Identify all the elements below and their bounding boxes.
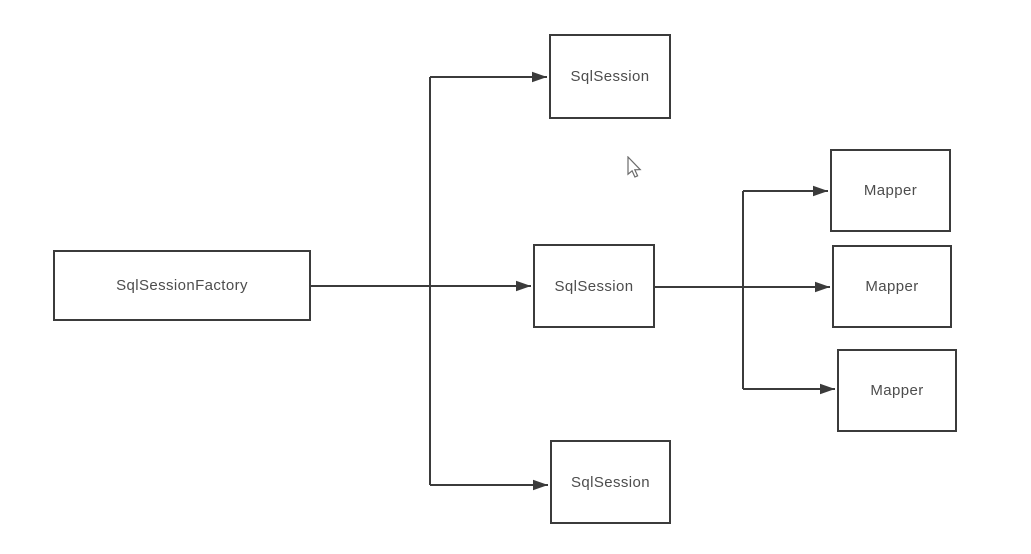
- node-sqlsession-top: SqlSession: [549, 34, 671, 119]
- node-sqlsession-top-label: SqlSession: [570, 68, 650, 85]
- node-sqlsession-bottom: SqlSession: [550, 440, 671, 524]
- node-mapper-bottom-label: Mapper: [870, 382, 924, 399]
- node-sqlsessionfactory: SqlSessionFactory: [53, 250, 311, 321]
- node-mapper-top-label: Mapper: [863, 182, 918, 199]
- node-mapper-middle-label: Mapper: [865, 278, 919, 295]
- node-sqlsession-middle: SqlSession: [533, 244, 655, 328]
- node-mapper-top: Mapper: [830, 149, 951, 232]
- node-sqlsession-middle-label: SqlSession: [554, 277, 634, 295]
- node-mapper-middle: Mapper: [832, 245, 952, 328]
- node-sqlsessionfactory-label: SqlSessionFactory: [116, 277, 248, 294]
- node-mapper-bottom: Mapper: [837, 349, 957, 432]
- node-sqlsession-bottom-label: SqlSession: [570, 473, 651, 491]
